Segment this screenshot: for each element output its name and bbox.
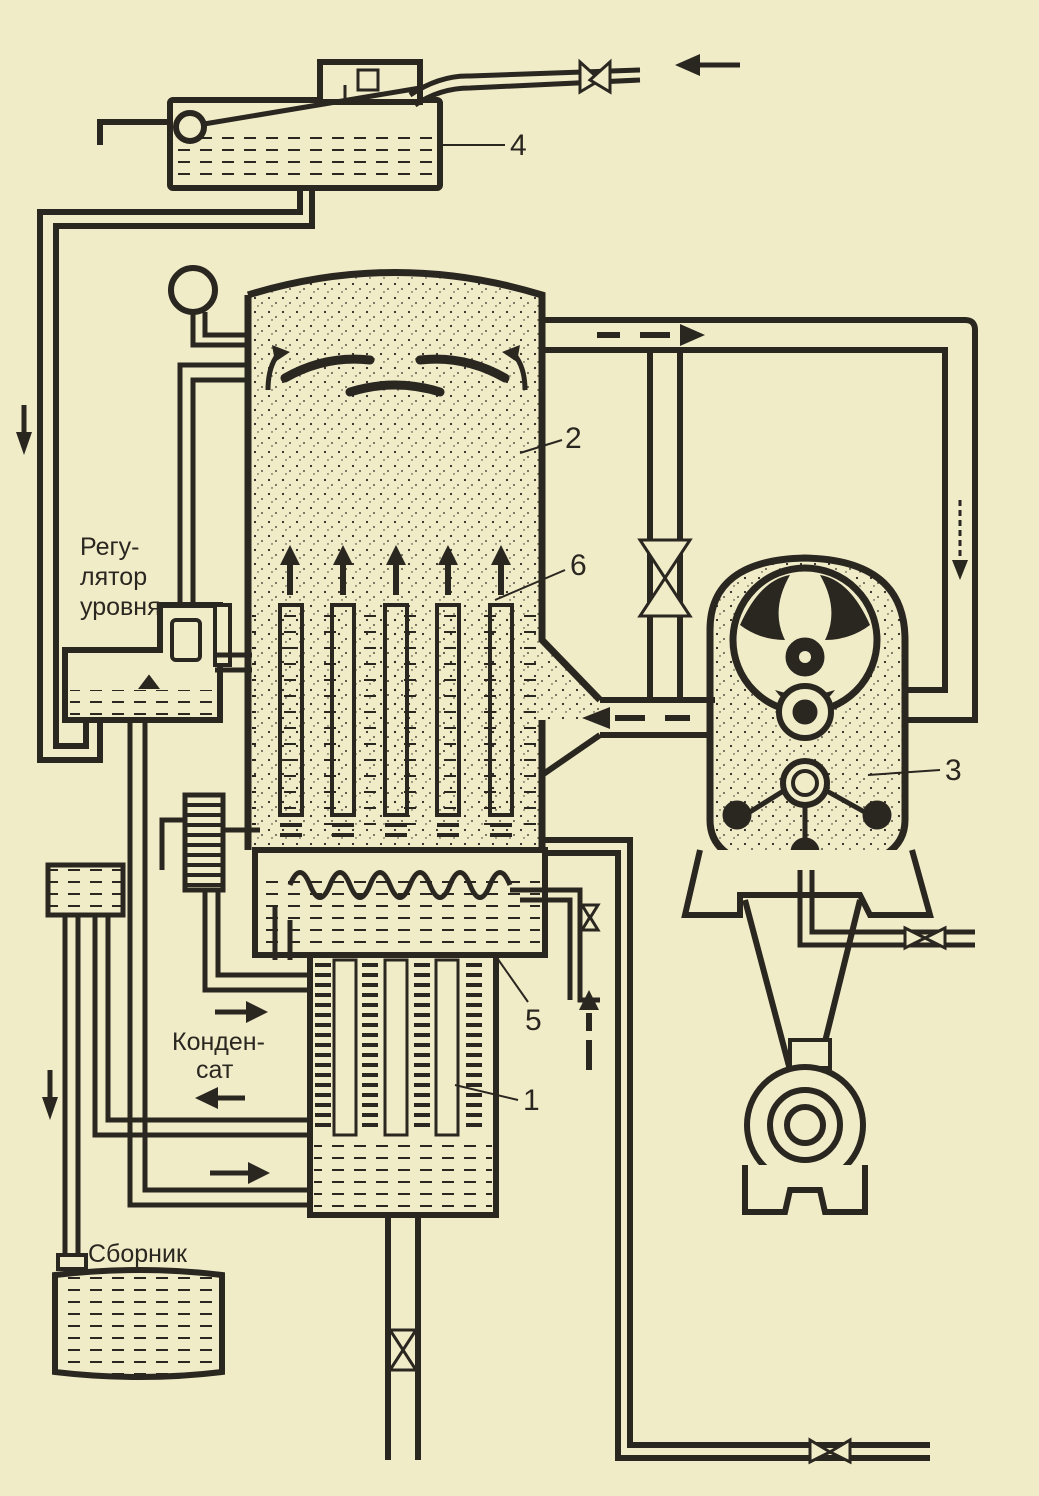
label-2: 2 [565, 422, 582, 455]
collector-label: Сборник [88, 1240, 188, 1268]
feed-tank-4 [97, 59, 641, 191]
arrow-icon [952, 500, 968, 580]
gauge-pipe [190, 312, 250, 348]
arrow-icon [195, 1087, 245, 1109]
electric-motor [742, 1038, 868, 1215]
condensate-label-line1: Конден- [172, 1028, 265, 1056]
vapor-pipe-top [542, 317, 978, 723]
arrow-icon [272, 345, 290, 362]
arrow-icon [675, 54, 740, 76]
regulator-label-line1: Регу- [80, 533, 139, 561]
right-outlet-pipe [545, 837, 930, 1461]
valve-icon [637, 538, 693, 618]
upper-tube-bundle-6 [252, 603, 540, 840]
label-4: 4 [510, 129, 527, 162]
heater-5 [252, 847, 600, 1003]
compressed-vapor-pipe [540, 697, 715, 778]
feed-pipe-left [37, 188, 315, 763]
arrow-icon [210, 1162, 270, 1184]
gauge-icon [168, 265, 218, 315]
condensate-label-line2: сат [196, 1056, 234, 1084]
valve-icon [579, 903, 601, 932]
collector-column [45, 862, 310, 1260]
arrow-icon [215, 1001, 268, 1023]
compressor-side-pipe [797, 870, 975, 948]
float-valve-top [343, 68, 380, 102]
label-3: 3 [945, 754, 962, 787]
arrow-icon [16, 405, 32, 455]
collector-tank [52, 1253, 225, 1380]
arrow-icon [582, 707, 610, 729]
label-1: 1 [523, 1084, 540, 1117]
arrow-icon [579, 990, 599, 1070]
regulator-to-shell [215, 652, 252, 673]
vapor-arrows [280, 545, 511, 595]
drain-pipe [385, 1215, 421, 1460]
compressor-3 [706, 554, 909, 874]
compressor-stand [681, 849, 934, 1073]
regulator-drain-pipe [127, 720, 310, 1208]
inlet-valve-top [578, 58, 612, 95]
label-5: 5 [525, 1004, 542, 1037]
arrow-icon [502, 345, 520, 362]
separator-baffles [280, 354, 510, 397]
level-sense-pipe [177, 362, 250, 620]
heat-exchanger-1 [307, 952, 499, 1218]
level-regulator [62, 602, 232, 723]
label-6: 6 [570, 549, 587, 582]
arrow-icon [680, 324, 705, 346]
valve-icon [387, 1328, 419, 1372]
condensate-trap [159, 792, 310, 993]
regulator-label-line3: уровня [80, 593, 161, 621]
valve-icon [808, 1437, 852, 1465]
regulator-label-line2: лятор [80, 563, 147, 591]
valve-icon [903, 925, 947, 951]
arrow-icon [42, 1070, 58, 1120]
